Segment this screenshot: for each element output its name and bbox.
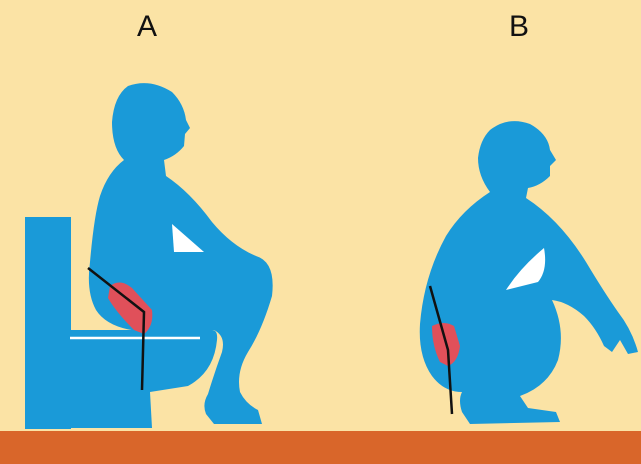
panel-label-a: A xyxy=(137,12,157,42)
panel-label-b: B xyxy=(509,12,529,42)
floor xyxy=(0,431,641,464)
